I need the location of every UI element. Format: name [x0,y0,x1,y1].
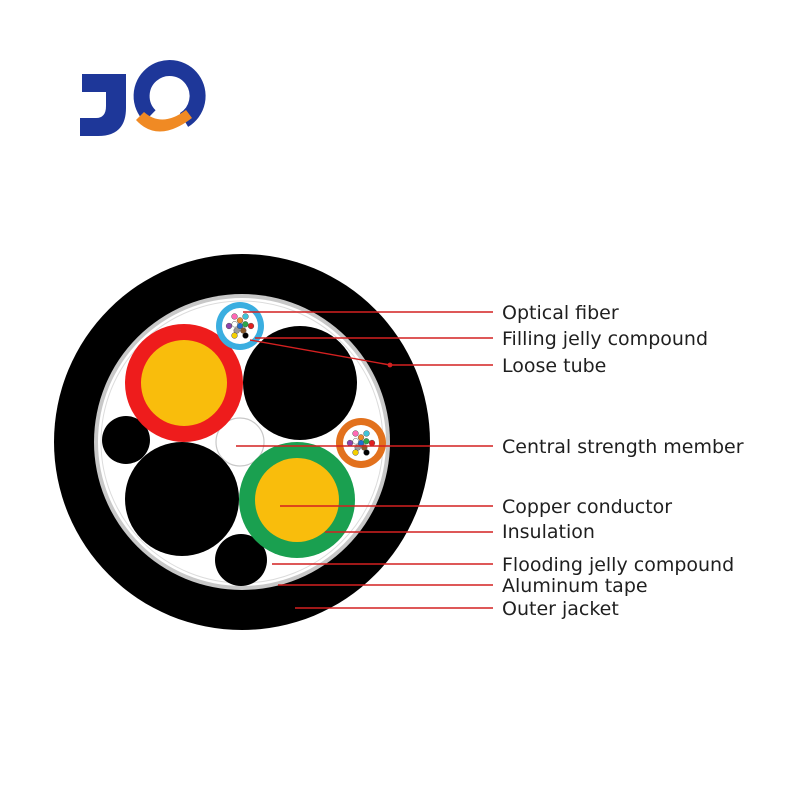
label-optical-fiber: Optical fiber [502,302,619,324]
label-insulation: Insulation [502,521,595,543]
loose-tube-orange-group [336,418,386,468]
orange-tube-fiber [363,430,370,437]
leader-loose-tube-dot [387,362,393,368]
label-flooding-jelly-compound: Flooding jelly compound [502,554,734,576]
orange-tube-fiber [363,449,370,456]
leader-loose-tube [249,339,391,366]
jq-logo [80,60,206,136]
copper-conductor-green [255,458,339,542]
blue-tube-fiber [242,332,249,339]
labels: Optical fiber Filling jelly compound Loo… [502,302,744,620]
blue-tube-fiber [247,322,255,330]
filler-large-bottom [125,442,239,556]
blue-tube-fiber [225,322,233,330]
logo-letter-q-swoosh [136,110,192,132]
orange-tube-fiber [357,434,365,441]
orange-tube-fiber [352,430,359,437]
blue-tube-fiber [242,313,249,320]
logo-letter-q-arc [133,60,206,127]
label-copper-conductor: Copper conductor [502,496,672,518]
orange-tube-fiber [352,438,359,445]
filler-small-left [102,416,150,464]
orange-tube-fiber [352,449,359,456]
label-loose-tube: Loose tube [502,355,606,377]
filler-large-top [243,326,357,440]
blue-tube-fiber [242,321,249,328]
label-aluminum-tape: Aluminum tape [502,575,648,597]
cable [54,254,430,630]
central-strength-member [215,417,265,467]
orange-tube-fiber [363,438,370,445]
blue-tube-fiber [231,313,238,320]
blue-tube-fiber [236,317,244,324]
filler-small-bottom [215,534,267,586]
orange-tube-fiber [368,439,376,447]
logo-letter-j [80,74,126,136]
label-filling-jelly-compound: Filling jelly compound [502,328,708,350]
orange-tube-fiber [346,439,354,447]
copper-conductor-red [141,340,227,426]
blue-tube-fiber [231,332,238,339]
label-outer-jacket: Outer jacket [502,598,619,620]
leader-lines [236,311,493,609]
blue-tube-fiber [231,321,238,328]
label-central-strength-member: Central strength member [502,436,744,458]
loose-tube-blue-group [216,302,264,350]
optical-fibers-blue-tube [225,313,255,339]
